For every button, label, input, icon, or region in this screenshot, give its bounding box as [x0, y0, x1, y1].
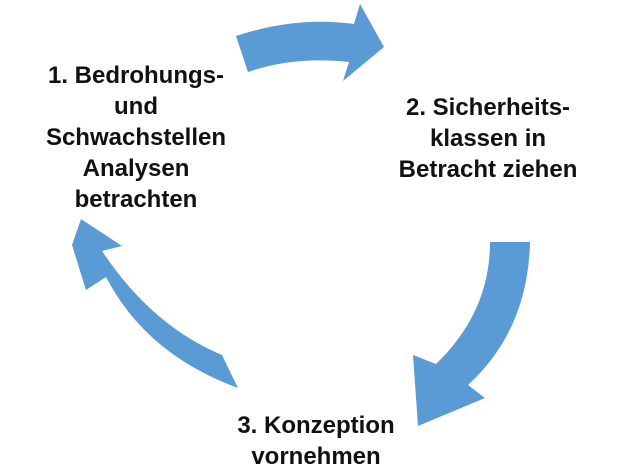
step-1-line-5: betrachten: [74, 186, 198, 213]
step-3-line-1: 3. Konzeption: [237, 412, 395, 439]
step-1-line-3: Schwachstellen: [45, 124, 227, 151]
step-1-line-2: und: [114, 93, 158, 120]
arrow-step2-to-step3: [413, 242, 530, 426]
step-2-label: 2. Sicherheits- klassen in Betracht zieh…: [378, 92, 598, 185]
step-2-line-3: Betracht ziehen: [398, 156, 578, 183]
step-2-line-1: 2. Sicherheits-: [405, 94, 571, 121]
step-3-label: 3. Konzeption vornehmen: [200, 410, 432, 472]
arrow-step3-to-step1: [72, 219, 238, 388]
step-2-line-2: klassen in: [429, 125, 547, 152]
step-3-line-2: vornehmen: [251, 443, 381, 470]
step-1-line-4: Analysen: [82, 155, 190, 182]
step-1-label: 1. Bedrohungs- und Schwachstellen Analys…: [18, 60, 254, 215]
arrow-step1-to-step2: [236, 4, 384, 81]
step-1-line-1: 1. Bedrohungs-: [47, 62, 224, 89]
